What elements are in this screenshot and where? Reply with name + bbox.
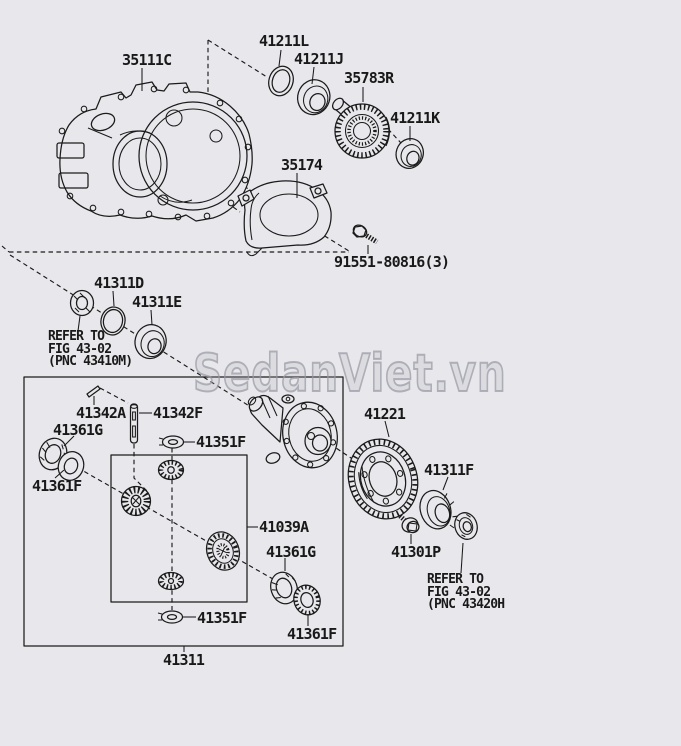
shaft-41342F-drawing [129, 403, 139, 444]
ring-41211L-drawing [268, 65, 294, 97]
refer-note-left: REFER TO FIG 43-02 (PNC 43410M) [48, 329, 133, 370]
refer-note-right-line2: FIG 43-02 [427, 584, 491, 600]
bolt-91551-drawing [352, 224, 379, 245]
washer-41361G-right-drawing [270, 571, 298, 605]
part-label-41211K: 41211K [390, 109, 440, 127]
washer-41361F-left-drawing [57, 451, 85, 481]
refer-note-right-line3: (PNC 43420H [427, 597, 505, 613]
part-label-41311F: 41311F [424, 461, 474, 479]
part-label-35174: 35174 [281, 156, 323, 174]
part-label-41311E: 41311E [132, 293, 182, 311]
oil-seal-right-drawing [454, 512, 478, 540]
refer-note-left-line1: REFER TO [48, 329, 105, 344]
part-label-35111C: 35111C [122, 51, 172, 69]
pinion-gear-left-drawing [120, 485, 152, 517]
part-label-41361G-right: 41361G [266, 543, 316, 561]
bearing-41311E-drawing [134, 324, 167, 360]
part-label-41301P: 41301P [391, 543, 441, 561]
part-label-41211J: 41211J [294, 50, 344, 68]
part-label-41351F-top: 41351F [196, 433, 246, 451]
part-label-35783R: 35783R [344, 69, 394, 87]
bearing-41211K-drawing [395, 137, 424, 169]
ring-gear-41221-drawing [347, 438, 419, 520]
pinion-gear-bottom-drawing [157, 571, 185, 591]
cover-35174-drawing [237, 180, 332, 257]
part-label-41351F-bottom: 41351F [197, 609, 247, 627]
refer-note-right-line1: REFER TO [427, 572, 484, 587]
gear-35783R-drawing [331, 97, 391, 159]
thrust-washer-41351F-bottom-drawing [157, 610, 184, 624]
differential-case-drawing [247, 394, 338, 469]
oil-seal-left-drawing [69, 289, 95, 317]
side-gear-top-drawing [157, 459, 185, 481]
side-gear-right-drawing [205, 531, 241, 571]
thrust-washer-41351F-top-drawing [158, 435, 185, 449]
part-label-41342F: 41342F [153, 404, 203, 422]
part-label-91551-80816: 91551-80816(3) [334, 253, 450, 271]
transaxle-case-drawing [56, 81, 253, 222]
refer-note-left-line2: FIG 43-02 [48, 341, 112, 357]
leader-lines [54, 49, 464, 652]
part-label-41221: 41221 [364, 405, 406, 423]
bearing-41211J-drawing [296, 79, 331, 116]
part-label-41039A: 41039A [259, 518, 309, 536]
part-label-41211L: 41211L [259, 32, 309, 50]
washer-41361F-right-drawing [293, 584, 321, 616]
part-label-41311D: 41311D [94, 274, 144, 292]
oring-41311D-drawing [100, 306, 126, 336]
part-label-41311: 41311 [163, 651, 205, 669]
part-label-41361F-left: 41361F [32, 477, 82, 495]
refer-note-right: REFER TO FIG 43-02 (PNC 43420H [427, 572, 505, 613]
bearing-41311F-drawing [419, 489, 458, 530]
part-label-41361F-right: 41361F [287, 625, 337, 643]
part-label-41361G-left: 41361G [53, 421, 103, 439]
bolt-41301P-drawing [398, 514, 420, 534]
part-label-41342A: 41342A [76, 404, 126, 422]
refer-note-left-line3: (PNC 43410M) [48, 354, 133, 370]
pin-41342A-drawing [86, 385, 101, 398]
